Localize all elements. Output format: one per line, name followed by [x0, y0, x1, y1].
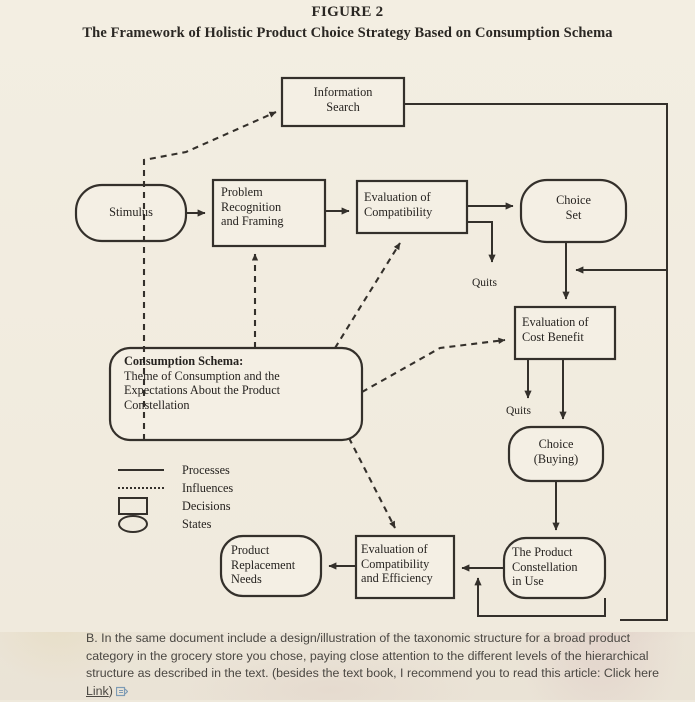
edge-evaluation-to-quits [467, 222, 492, 262]
influence-schema-to-cost-benefit [362, 340, 505, 392]
legend-item-processes: Processes [118, 462, 233, 478]
node-choice-buying [509, 427, 603, 481]
edge-right-outer-rail [620, 104, 667, 620]
figure-heading: FIGURE 2 The Framework of Holistic Produ… [0, 4, 695, 42]
legend-item-decisions: Decisions [118, 498, 233, 514]
legend-key-dashed-line [118, 487, 170, 489]
node-product-constellation-in-use [504, 538, 605, 598]
legend-key-solid-line [118, 469, 170, 471]
node-evaluation-compatibility [357, 181, 467, 233]
label-quits-lower: Quits [506, 405, 531, 417]
influence-schema-to-evaluation-compatibility [335, 243, 400, 348]
node-product-replacement-needs [221, 536, 321, 596]
node-choice-set [521, 180, 626, 242]
external-link-icon[interactable] [116, 685, 128, 702]
figure-title: The Framework of Holistic Product Choice… [0, 25, 695, 42]
legend-item-states: States [118, 516, 233, 532]
influence-schema-to-evaluation-efficiency [349, 438, 395, 528]
legend: Processes Influences Decisions States [118, 462, 233, 534]
node-stimulus [76, 185, 186, 241]
node-evaluation-cost-benefit [515, 307, 615, 359]
node-problem-recognition [213, 180, 325, 246]
figure-number: FIGURE 2 [0, 4, 695, 21]
legend-item-influences: Influences [118, 480, 233, 496]
caption-link[interactable]: Link [86, 684, 109, 698]
node-evaluation-compatibility-efficiency [356, 536, 454, 598]
node-information-search [282, 78, 404, 126]
node-consumption-schema [110, 348, 362, 440]
label-quits-upper: Quits [472, 277, 497, 289]
caption-text-end: ) [109, 684, 113, 698]
legend-key-oval [118, 515, 170, 533]
legend-key-rectangle [118, 497, 170, 515]
legend-label-influences: Influences [182, 481, 233, 496]
legend-label-decisions: Decisions [182, 499, 231, 514]
legend-label-states: States [182, 517, 211, 532]
assignment-caption: B. In the same document include a design… [86, 630, 666, 702]
caption-text: B. In the same document include a design… [86, 631, 659, 680]
legend-label-processes: Processes [182, 463, 230, 478]
